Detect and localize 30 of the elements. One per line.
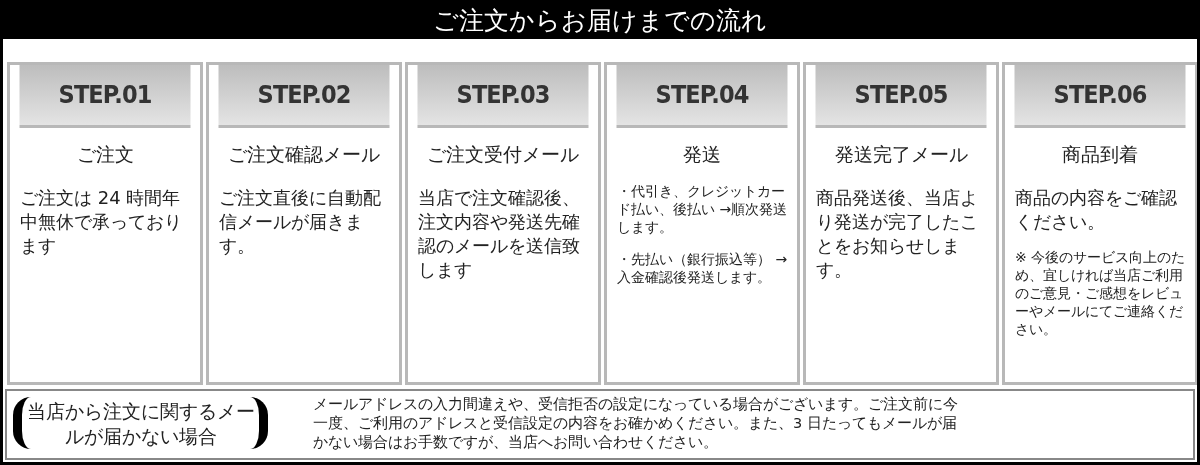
step-header: STEP.04 bbox=[616, 65, 788, 128]
notice-text: メールアドレスの入力間違えや、受信拒否の設定になっている場合がございます。ご注文前に今一度、ご利用のアドレスと受信設定の内容をお確かめください。また、3 日たってもメールが届かない場合はお手数ですが、当店へお問い合わせください。 bbox=[313, 395, 959, 452]
step-header: STEP.02 bbox=[218, 65, 390, 128]
step-title: 発送 bbox=[682, 142, 722, 167]
step-card bbox=[1002, 62, 1197, 385]
notice-panel bbox=[5, 389, 1195, 460]
step-note: ・先払い（銀行振込等） →入金確認後発送します。 bbox=[617, 250, 789, 286]
notice-heading: 当店から注文に関するメールが届かない場合 bbox=[13, 397, 268, 449]
step-card bbox=[405, 62, 601, 385]
step-note: ※ 今後のサービス向上のため、宜しければ当店ご利用のご意見・ご感想をレビューやメールにてご連絡ください。 bbox=[1015, 248, 1187, 338]
step-description: ご注文は 24 時間年中無休で承っております bbox=[20, 186, 183, 258]
step-title: 発送完了メール bbox=[833, 142, 969, 167]
step-description: 商品発送後、当店より発送が完了したことをお知らせします。 bbox=[816, 186, 979, 282]
step-title: 商品到着 bbox=[1061, 142, 1139, 167]
step-card bbox=[206, 62, 402, 385]
step-title: ご注文受付メール bbox=[426, 142, 580, 167]
step-title: ご注文確認メール bbox=[227, 142, 381, 167]
step-card bbox=[7, 62, 203, 385]
title-bar: ご注文からお届けまでの流れ bbox=[3, 3, 1197, 39]
step-header: STEP.06 bbox=[1014, 65, 1186, 128]
step-note: ・代引き、クレジットカード払い、後払い →順次発送します。 bbox=[617, 182, 789, 236]
step-card bbox=[803, 62, 999, 385]
step-description: 商品の内容をご確認ください。 bbox=[1015, 186, 1178, 234]
step-header: STEP.05 bbox=[815, 65, 987, 128]
step-title: ご注文 bbox=[75, 142, 135, 167]
step-description: ご注文直後に自動配信メールが届きます。 bbox=[219, 186, 382, 258]
step-card bbox=[604, 62, 800, 385]
step-header: STEP.03 bbox=[417, 65, 589, 128]
step-header: STEP.01 bbox=[19, 65, 191, 128]
step-description: 当店で注文確認後、注文内容や発送先確認のメールを送信致します bbox=[418, 186, 581, 282]
